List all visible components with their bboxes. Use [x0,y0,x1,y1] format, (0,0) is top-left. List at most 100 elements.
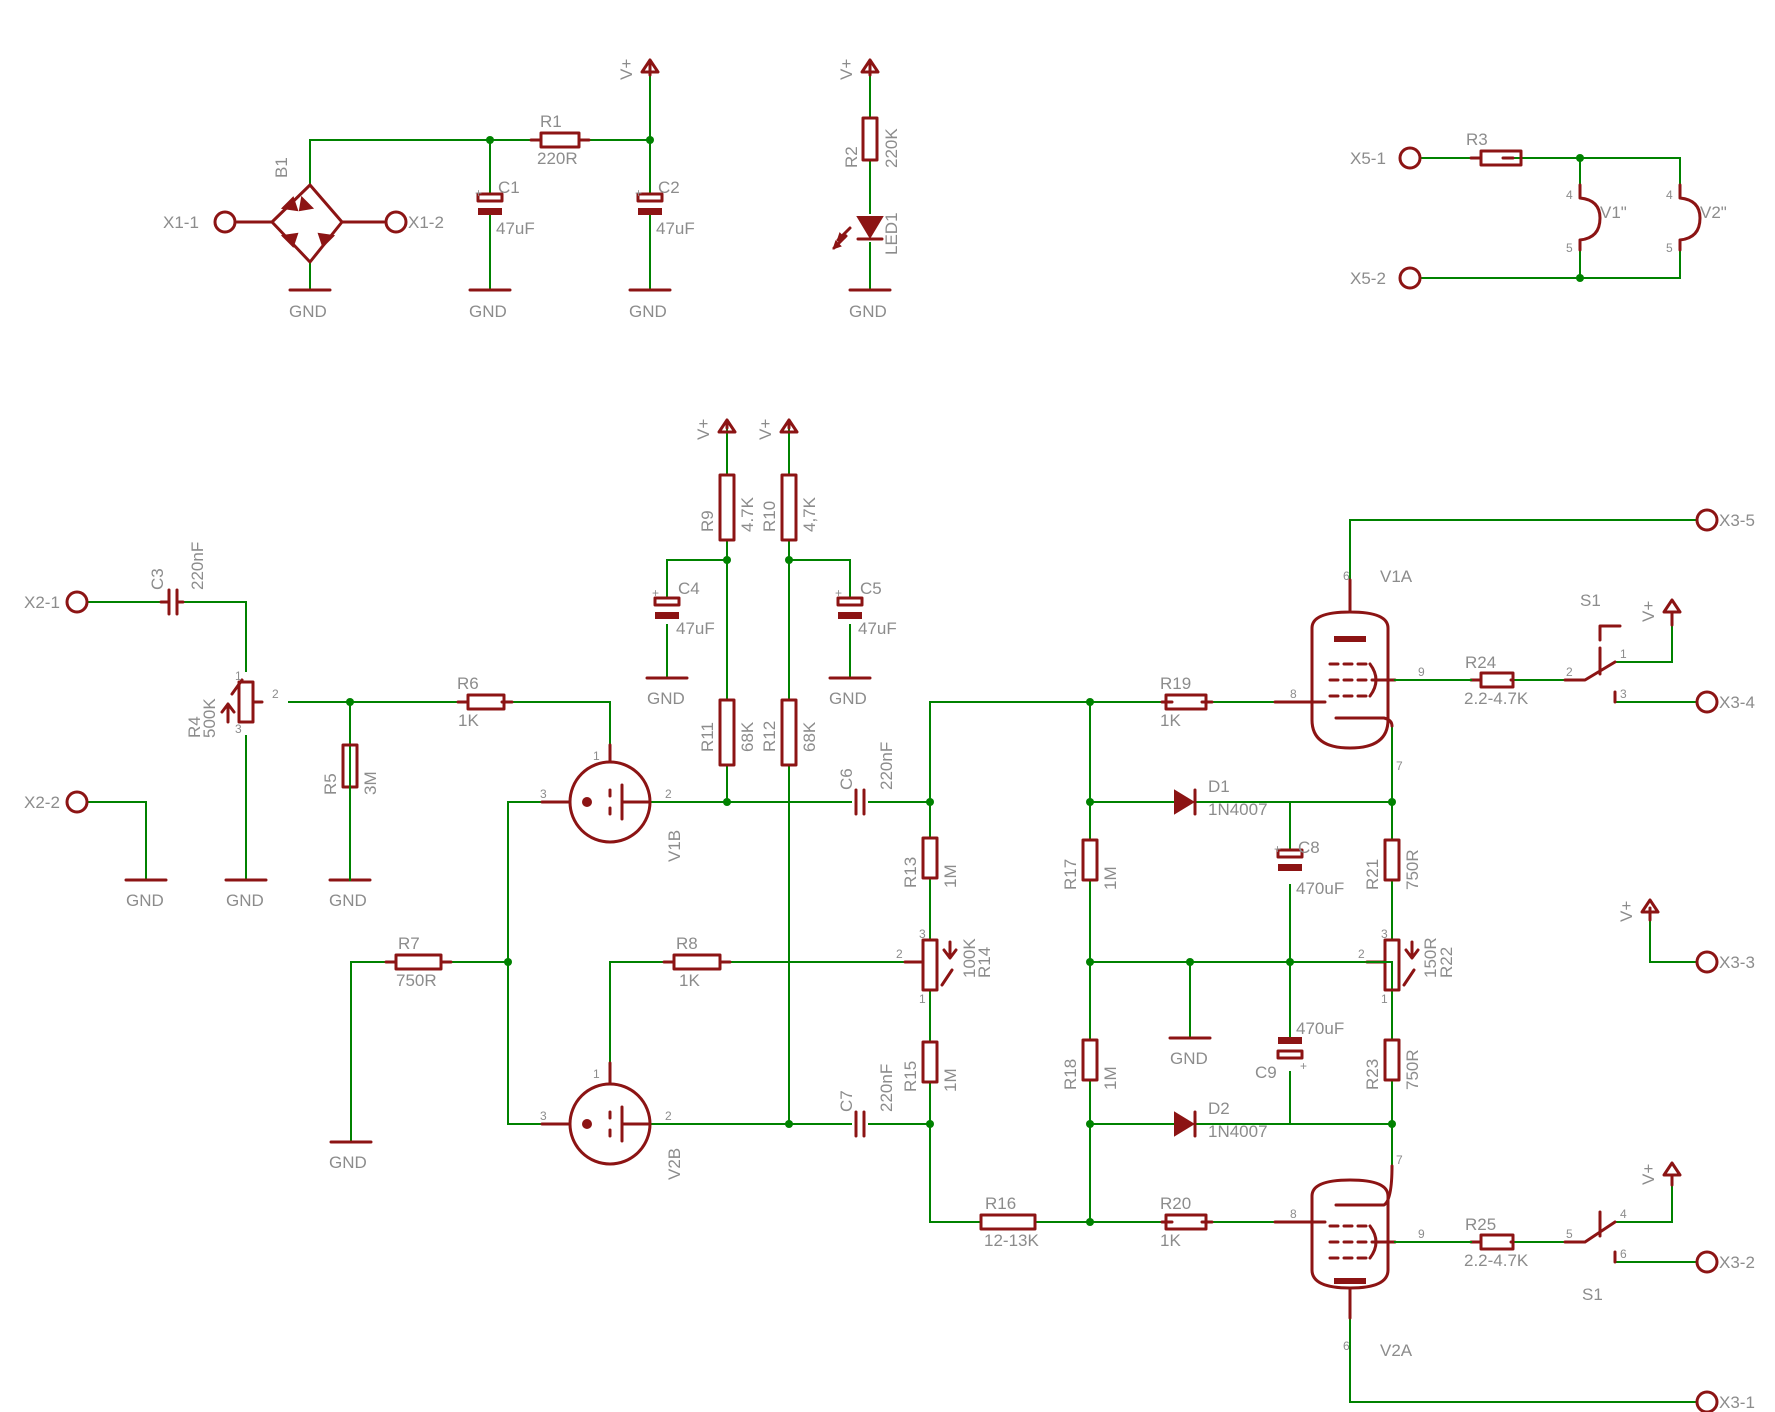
connector-x3-2[interactable] [1695,1250,1719,1274]
connector-x2-1[interactable] [65,590,89,614]
gnd-symbol: GND [1168,1036,1212,1068]
switch-s1-lower[interactable]: 546 S1 [1563,1207,1627,1304]
svg-text:V2": V2" [1700,203,1727,222]
svg-text:C2: C2 [658,178,680,197]
svg-text:R8: R8 [676,934,698,953]
svg-text:R13: R13 [901,857,920,888]
svg-text:3: 3 [235,722,242,736]
svg-text:+: + [1274,842,1281,856]
svg-text:1K: 1K [679,971,700,990]
svg-text:R20: R20 [1160,1194,1191,1213]
wires [86,74,1696,1403]
gnd-symbol: GND [288,288,332,321]
svg-text:7: 7 [1396,1153,1403,1167]
svg-text:750R: 750R [1403,1049,1422,1090]
capacitor-c2: C2 47uF + [635,178,695,238]
connector-x3-4[interactable] [1695,690,1719,714]
svg-text:GND: GND [329,891,367,910]
gnd-symbol: GND [224,878,268,910]
svg-text:750R: 750R [1403,849,1422,890]
svg-text:R17: R17 [1061,859,1080,890]
capacitor-c8: C8 470uF + [1274,838,1344,898]
svg-text:1N4007: 1N4007 [1208,800,1268,819]
triode-v1b: 123 V1B [540,743,684,862]
svg-text:R2: R2 [842,146,861,168]
resistor-r7: R7 750R [384,934,453,990]
connector-x3-5[interactable] [1695,508,1719,532]
x3-2-label: X3-2 [1719,1253,1755,1272]
resistor-r1: R1 220R [529,112,591,168]
svg-text:+: + [1300,1059,1307,1073]
svg-text:1M: 1M [1101,1066,1120,1090]
svg-text:1: 1 [1381,992,1388,1006]
connector-x3-1[interactable] [1695,1390,1719,1412]
svg-text:3M: 3M [361,771,380,795]
capacitor-c1: C1 47uF + [475,178,535,238]
resistor-r9: R9 4.7K [698,473,757,542]
gnd-symbol: GND [124,878,168,910]
connector-x5-1[interactable] [1398,146,1422,170]
svg-text:R18: R18 [1061,1059,1080,1090]
svg-text:100K: 100K [960,938,979,978]
gnd-symbol: GND [848,288,892,321]
connector-x3-3[interactable] [1695,950,1719,974]
svg-text:4: 4 [1666,188,1673,202]
svg-text:9: 9 [1418,665,1425,679]
svg-text:2: 2 [665,1109,672,1123]
svg-text:2: 2 [896,947,903,961]
x2-2-label: X2-2 [24,793,60,812]
svg-text:1N4007: 1N4007 [1208,1122,1268,1141]
svg-text:470uF: 470uF [1296,879,1344,898]
svg-text:V2B: V2B [665,1148,684,1180]
vplus-symbol: V+ [1617,898,1660,922]
svg-text:V1A: V1A [1380,567,1413,586]
resistor-r11: R11 68K [698,698,757,767]
svg-text:4,7K: 4,7K [800,496,819,532]
svg-text:GND: GND [829,689,867,708]
connector-x1-1[interactable] [213,210,237,234]
connector-x5-2[interactable] [1398,266,1422,290]
svg-text:2: 2 [1566,665,1573,679]
svg-text:470uF: 470uF [1296,1019,1344,1038]
resistor-r12: R12 68K [760,698,819,767]
diode-d1: D1 1N4007 [1174,777,1268,819]
svg-text:220nF: 220nF [188,542,207,590]
vplus-symbol: V+ [1639,598,1682,627]
x1-1-label: X1-1 [163,213,199,232]
svg-text:R15: R15 [901,1061,920,1092]
svg-text:C7: C7 [837,1090,856,1112]
svg-text:750R: 750R [396,971,437,990]
svg-text:1: 1 [235,669,242,683]
resistor-r10: R10 4,7K [760,473,819,542]
svg-text:150R: 150R [1421,937,1440,978]
connector-x2-2[interactable] [65,790,89,814]
x1-2-label: X1-2 [408,213,444,232]
svg-text:R12: R12 [760,721,779,752]
svg-text:D2: D2 [1208,1099,1230,1118]
svg-text:1K: 1K [458,711,479,730]
switch-s1-upper[interactable]: 213 S1 [1563,591,1627,704]
svg-text:3: 3 [1381,927,1388,941]
b1-label: B1 [272,157,291,178]
x3-1-label: X3-1 [1719,1393,1755,1412]
svg-text:C4: C4 [678,579,700,598]
svg-text:V+: V+ [1617,901,1636,922]
resistor-r21: R21 750R [1363,838,1422,890]
junctions [346,136,1584,1226]
svg-text:GND: GND [126,891,164,910]
vplus-symbol: V+ [617,58,660,80]
resistor-r2: R2 220K [842,116,901,168]
svg-text:GND: GND [629,302,667,321]
connector-x1-2[interactable] [384,210,408,234]
svg-text:R3: R3 [1466,130,1488,149]
x5-1-label: X5-1 [1350,149,1386,168]
x2-1-label: X2-1 [24,593,60,612]
svg-text:R16: R16 [985,1194,1016,1213]
capacitor-c4: C4 47uF + [652,579,715,638]
svg-text:V+: V+ [617,59,636,80]
svg-text:4.7K: 4.7K [738,496,757,532]
x5-2-label: X5-2 [1350,269,1386,288]
